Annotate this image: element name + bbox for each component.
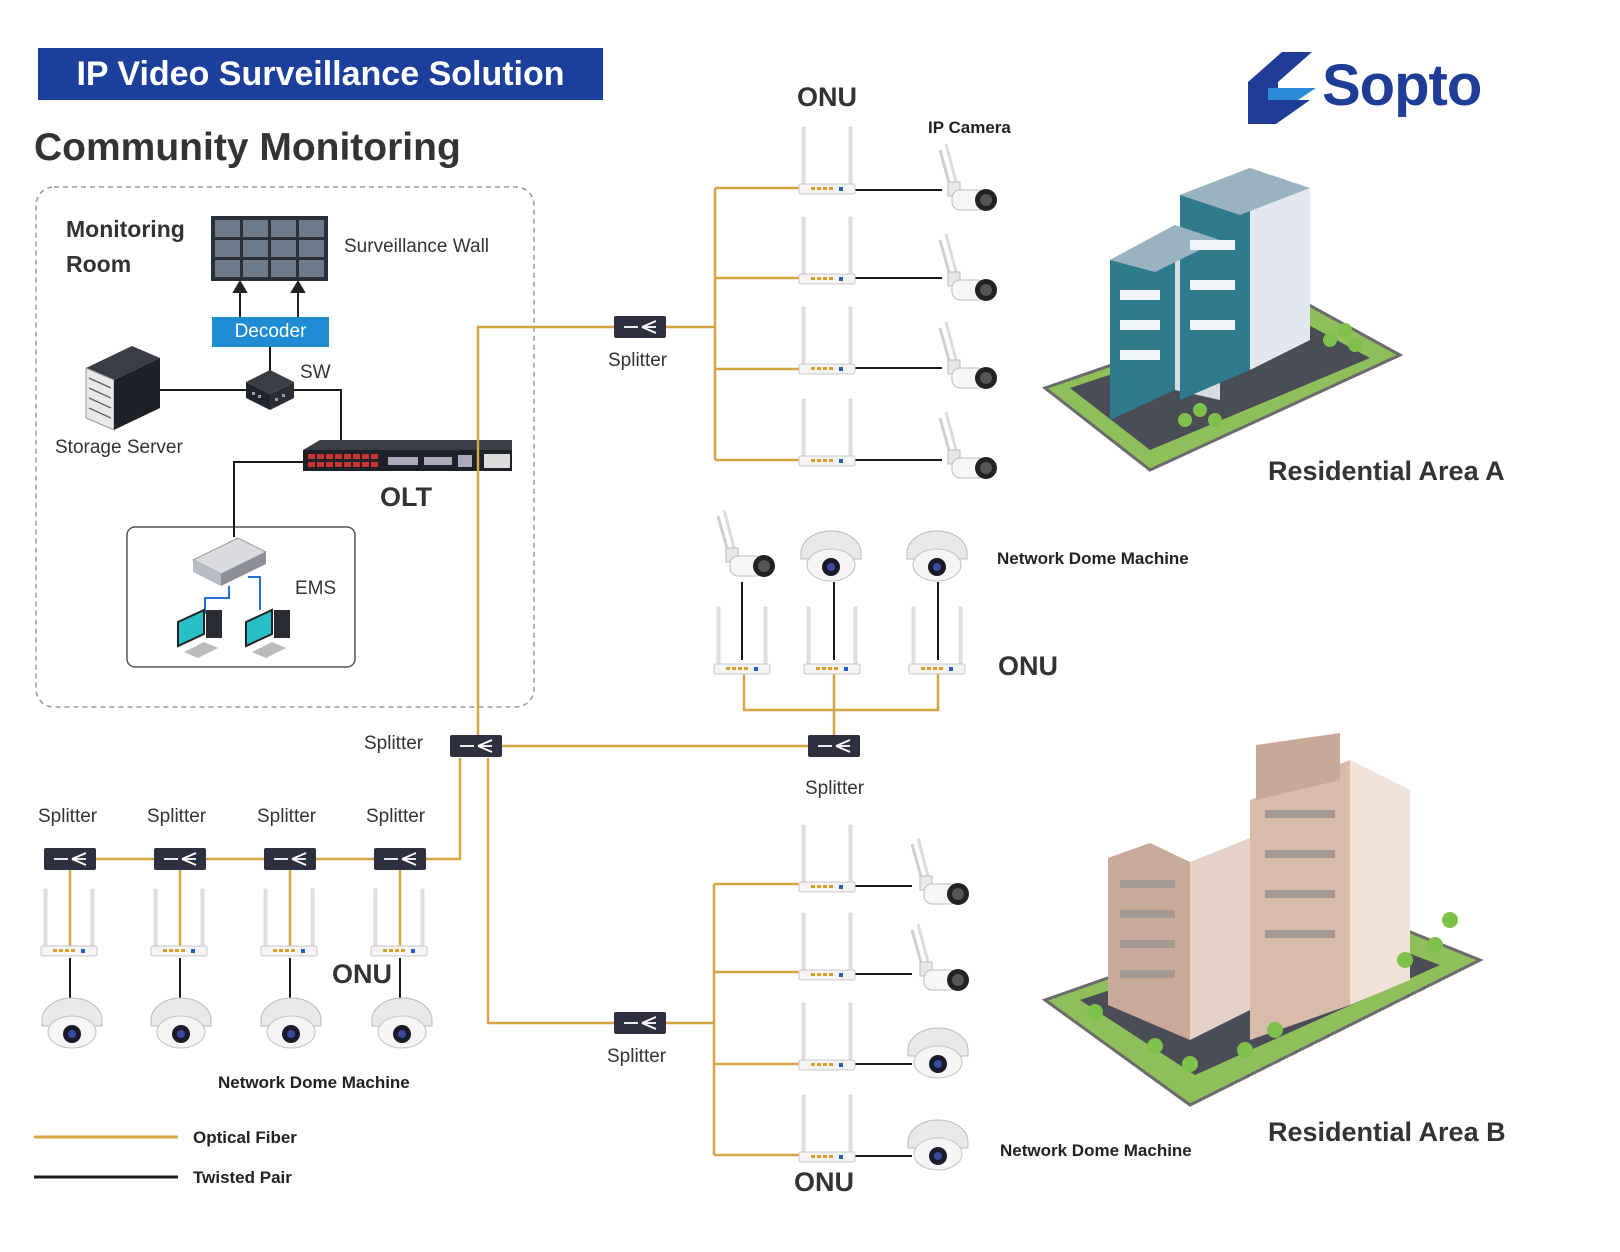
- residential-building-b-icon: [1041, 733, 1484, 1107]
- residential-building-a-icon: [1041, 168, 1404, 472]
- ip-camera-label: IP Camera: [928, 118, 1011, 137]
- onu-icon: [803, 606, 861, 675]
- ip-camera-icon: [938, 320, 999, 391]
- residential-area-a-label: Residential Area A: [1268, 456, 1505, 486]
- dome-camera-icon: [260, 997, 322, 1049]
- onu-icon: [798, 398, 856, 467]
- residential-area-b-label: Residential Area B: [1268, 1117, 1506, 1147]
- splitter-label: Splitter: [366, 806, 426, 827]
- legend-optical-fiber: Optical Fiber: [193, 1128, 297, 1147]
- splitter-label: Splitter: [364, 733, 424, 754]
- olt-icon: [303, 440, 512, 471]
- onu-label: ONU: [797, 82, 857, 112]
- ems-box: [126, 526, 356, 668]
- twisted-pair-lines: [69, 189, 942, 1157]
- splitter-icon: [43, 847, 97, 871]
- surveillance-wall-icon: [211, 216, 328, 281]
- onu-label: ONU: [794, 1167, 854, 1197]
- sw-label: SW: [300, 362, 331, 383]
- splitter-icon: [263, 847, 317, 871]
- ip-camera-icon: [938, 232, 999, 303]
- ip-camera-icon: [910, 922, 971, 993]
- onu-icon: [798, 216, 856, 285]
- splitter-label: Splitter: [257, 806, 317, 827]
- onu-icon: [798, 1094, 856, 1163]
- dome-camera-icon: [907, 1119, 969, 1171]
- splitter-label: Splitter: [607, 1046, 667, 1067]
- onu-icon: [798, 824, 856, 893]
- monitoring-room-title: Monitoring: [66, 216, 185, 242]
- olt-label: OLT: [380, 482, 432, 512]
- splitter-icon: [807, 734, 861, 758]
- splitter-icon: [153, 847, 207, 871]
- onu-icon: [798, 306, 856, 375]
- surveillance-wall-label: Surveillance Wall: [344, 236, 490, 257]
- splitter-icon: [449, 734, 503, 758]
- storage-server-icon: [85, 346, 160, 431]
- network-dome-machine-label: Network Dome Machine: [997, 549, 1189, 568]
- onu-icon: [798, 912, 856, 981]
- splitter-icon: [613, 315, 667, 339]
- network-dome-machine-label: Network Dome Machine: [1000, 1141, 1192, 1160]
- dome-camera-icon: [150, 997, 212, 1049]
- dome-camera-icon: [907, 1027, 969, 1079]
- dome-camera-icon: [906, 530, 968, 582]
- ems-server-icon: [191, 537, 268, 614]
- ip-camera-icon: [910, 836, 971, 907]
- computer-icon: [245, 608, 290, 658]
- onu-label: ONU: [332, 959, 392, 989]
- splitter-label: Splitter: [147, 806, 207, 827]
- ip-camera-icon: [938, 410, 999, 481]
- splitter-label: Splitter: [805, 778, 865, 799]
- computer-icon: [177, 608, 222, 658]
- onu-icon: [798, 1002, 856, 1071]
- sopto-logo-icon: [1248, 52, 1316, 124]
- legend-twisted-pair: Twisted Pair: [193, 1168, 292, 1187]
- page-title-banner: IP Video Surveillance Solution: [38, 48, 603, 100]
- onu-label: ONU: [998, 651, 1058, 681]
- network-dome-machine-label: Network Dome Machine: [218, 1073, 410, 1092]
- storage-server-label: Storage Server: [55, 437, 183, 458]
- page-subtitle: Community Monitoring: [34, 126, 461, 169]
- splitter-label: Splitter: [608, 350, 668, 371]
- dome-camera-icon: [371, 997, 433, 1049]
- monitoring-room-cables: [160, 347, 342, 537]
- dome-camera-icon: [800, 530, 862, 582]
- sopto-logo-text: Sopto: [1322, 53, 1482, 118]
- ems-label: EMS: [295, 578, 337, 599]
- optical-fiber-lines: [68, 186, 940, 1157]
- splitter-icon: [613, 1011, 667, 1035]
- ip-camera-icon: [938, 142, 999, 213]
- ip-camera-icon: [716, 508, 777, 579]
- decoder-label: Decoder: [212, 317, 329, 347]
- dome-camera-icon: [41, 997, 103, 1049]
- splitter-icon: [373, 847, 427, 871]
- decoder-arrows: [232, 280, 306, 317]
- onu-icon: [798, 126, 856, 195]
- monitoring-room-title-line2: Room: [66, 251, 132, 277]
- monitoring-room-box: [35, 186, 535, 708]
- switch-icon: [246, 370, 294, 410]
- splitter-label: Splitter: [38, 806, 98, 827]
